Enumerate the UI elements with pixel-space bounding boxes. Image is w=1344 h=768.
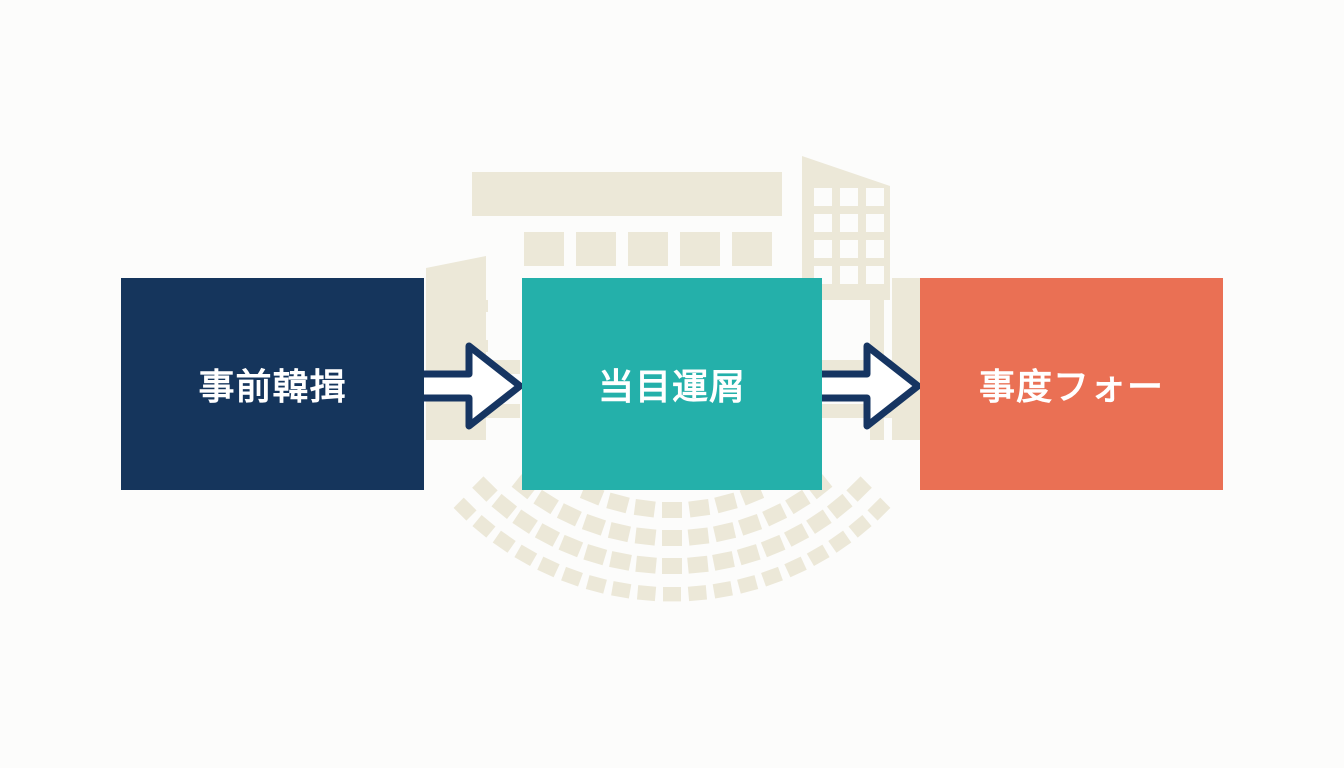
process-step-2: 当目運屑 (522, 278, 822, 490)
process-step-1-label: 事前韓揖 (198, 367, 347, 408)
right-arrow-icon (822, 342, 922, 430)
process-step-3-label: 事度フォー (978, 367, 1164, 408)
process-step-3: 事度フォー (920, 278, 1223, 490)
process-step-1: 事前韓揖 (121, 278, 424, 490)
process-step-2-label: 当目運屑 (597, 367, 746, 408)
right-arrow-icon (424, 342, 524, 430)
